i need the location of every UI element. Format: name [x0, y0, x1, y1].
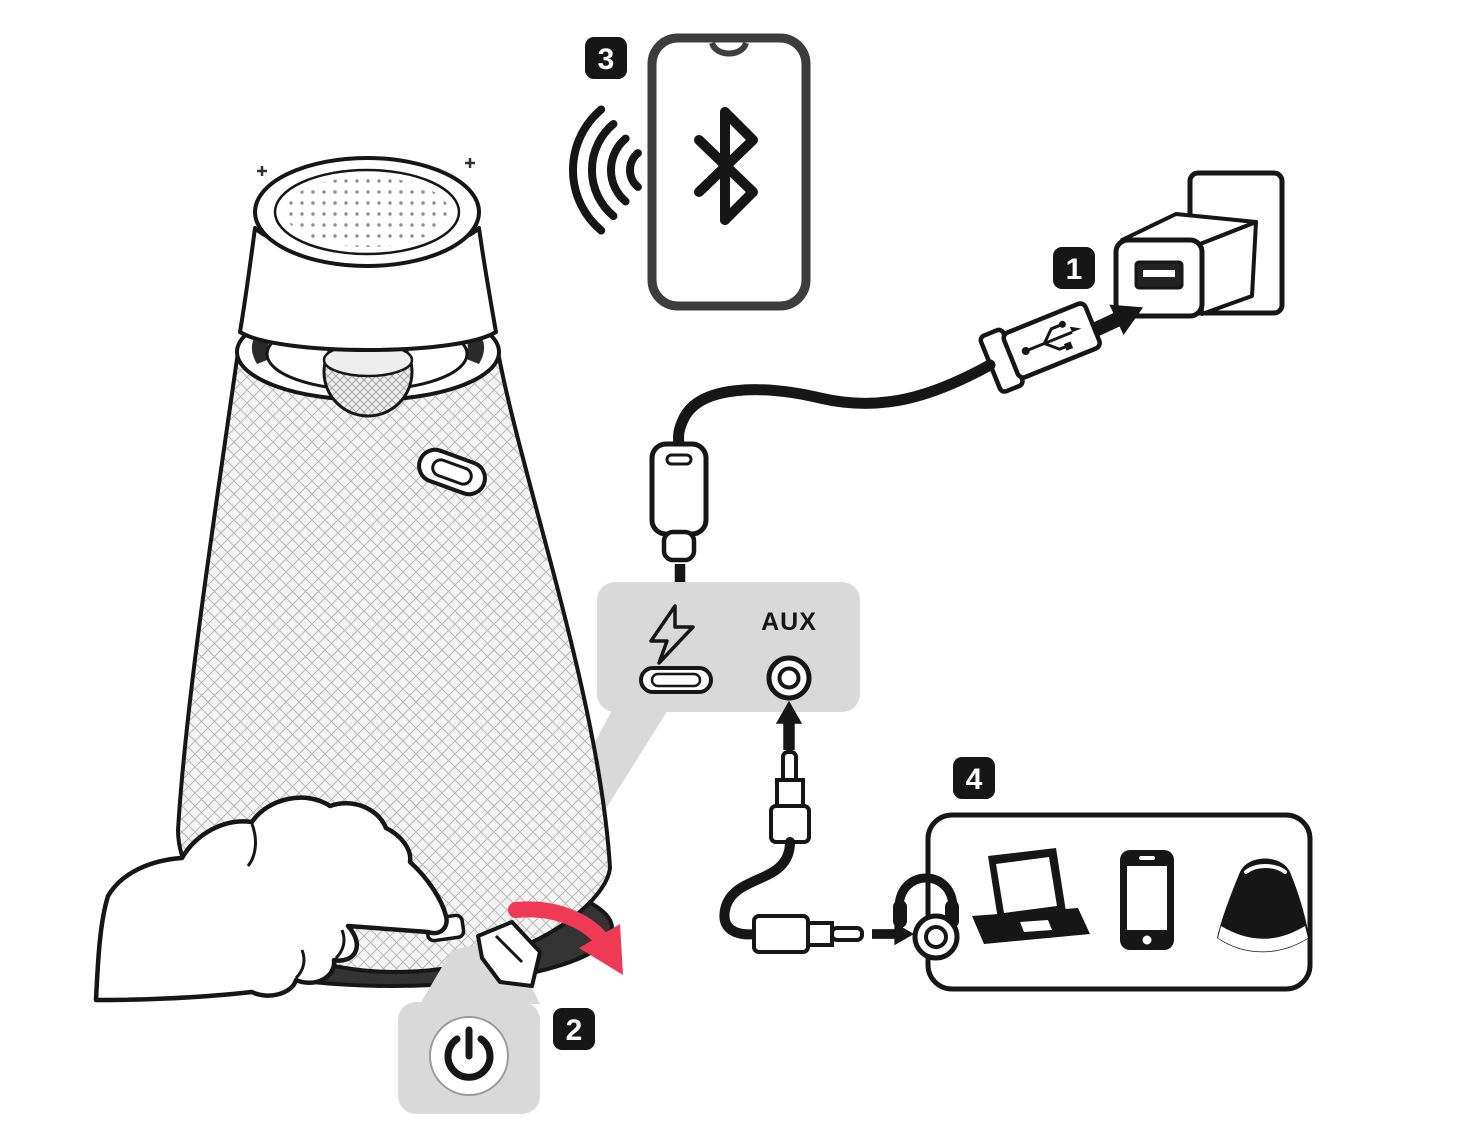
red-arrow-icon — [508, 901, 623, 975]
power-panel — [398, 1002, 540, 1114]
usb-a-connector — [978, 301, 1102, 394]
grille-mark-left — [257, 166, 267, 176]
speaker-grille-ring — [273, 168, 461, 256]
pull-tab — [476, 920, 542, 988]
phone-notch — [709, 41, 749, 57]
usb-c-connector — [649, 441, 709, 563]
aux-plug-top — [769, 750, 811, 844]
step-2-number: 2 — [566, 1014, 583, 1047]
power-icon — [444, 1026, 494, 1081]
right-arrow-icon — [872, 922, 914, 946]
signal-waves-icon — [569, 105, 642, 235]
phone — [647, 33, 811, 311]
pointing-hand-icon — [93, 795, 449, 1003]
aux-jack-target — [912, 913, 960, 961]
grille-mark-right — [465, 158, 475, 168]
usb-a-port — [1134, 260, 1184, 290]
step-4-badge: 4 — [953, 757, 995, 799]
aux-label: AUX — [761, 608, 817, 636]
power-adapter — [1113, 212, 1258, 319]
pull-tab-line — [494, 934, 524, 964]
aux-cable — [719, 837, 795, 940]
smartphone-icon — [1120, 850, 1174, 950]
laptop-icon — [972, 848, 1090, 944]
usb-cable — [673, 359, 996, 452]
speaker-grille-dots — [285, 177, 449, 247]
aux-jack — [766, 655, 812, 701]
port-panel: AUX — [597, 582, 860, 712]
step-4-number: 4 — [966, 763, 983, 796]
step-2-badge: 2 — [553, 1008, 595, 1050]
bluetooth-icon — [694, 107, 758, 225]
charge-bolt-icon — [649, 604, 695, 665]
speaker-handle — [417, 447, 487, 497]
step-3-badge: 3 — [585, 37, 627, 79]
headphones-icon — [893, 873, 959, 928]
step-1-number: 1 — [1066, 253, 1083, 286]
usb-c-port — [639, 666, 713, 694]
speaker-icon — [1217, 858, 1309, 953]
step-3-number: 3 — [598, 43, 615, 76]
aux-plug-bottom — [752, 914, 864, 954]
usb-logo-icon — [1021, 320, 1082, 355]
step-1-badge: 1 — [1053, 247, 1095, 289]
